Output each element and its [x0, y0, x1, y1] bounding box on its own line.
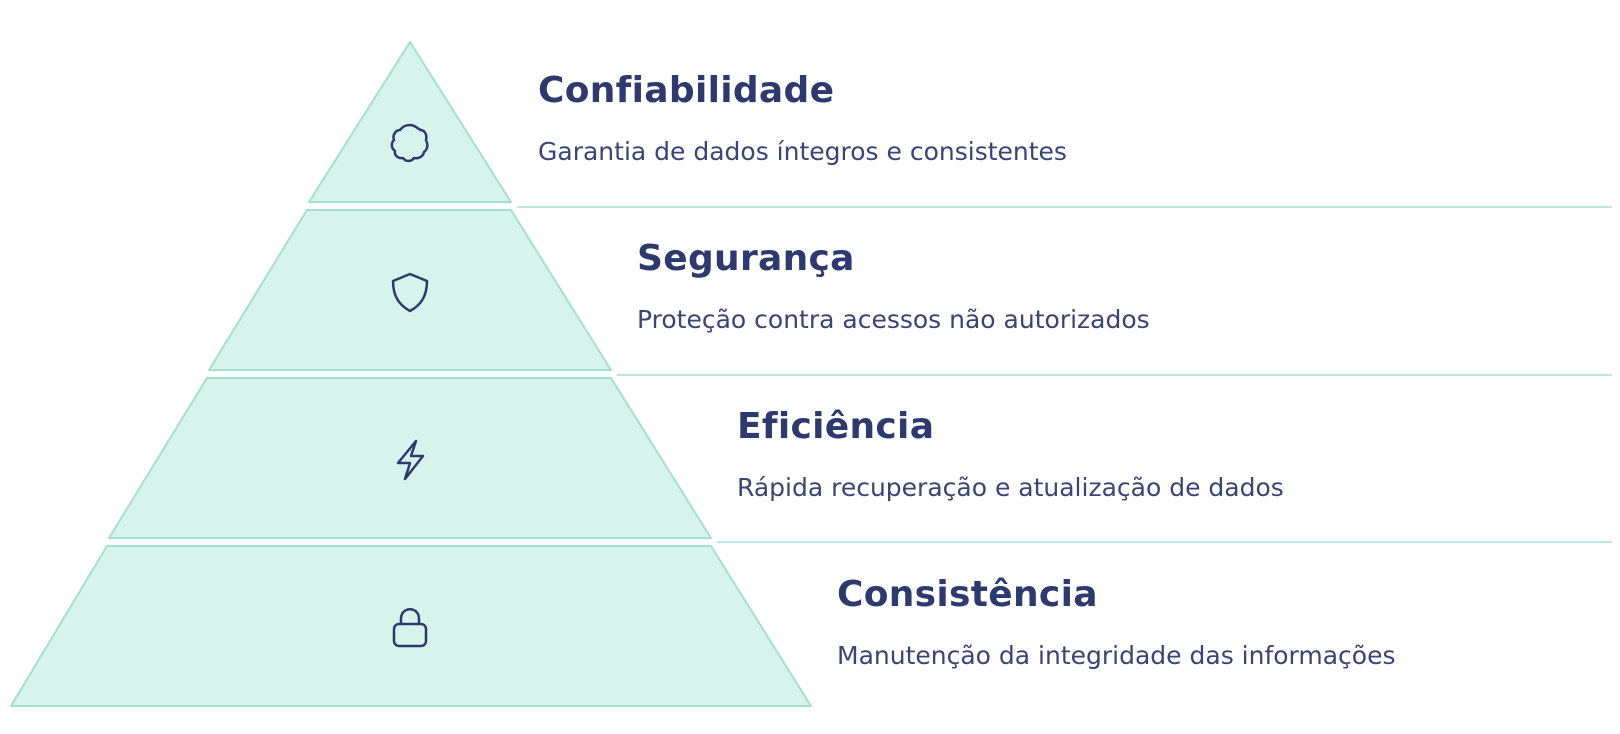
tier-consistencia-shape [10, 545, 812, 707]
tier-description-eficiencia: Rápida recuperação e atualização de dado… [737, 473, 1284, 502]
tier-title-consistencia: Consistência [837, 574, 1098, 615]
tier-description-seguranca: Proteção contra acessos não autorizados [637, 305, 1150, 334]
tier-description-confiabilidade: Garantia de dados íntegros e consistente… [538, 137, 1067, 166]
tier-confiabilidade-shape [308, 41, 512, 203]
tier-title-eficiencia: Eficiência [737, 406, 935, 447]
tier-eficiencia-shape [108, 377, 712, 539]
lock-icon [392, 608, 428, 648]
tier-seguranca-shape [208, 209, 612, 371]
tier-title-confiabilidade: Confiabilidade [538, 70, 835, 111]
tier-title-seguranca: Segurança [637, 238, 855, 279]
tier-description-consistencia: Manutenção da integridade das informaçõe… [837, 641, 1396, 670]
lightning-icon [396, 439, 425, 481]
shield-icon [391, 272, 429, 313]
badge-icon [390, 123, 429, 163]
